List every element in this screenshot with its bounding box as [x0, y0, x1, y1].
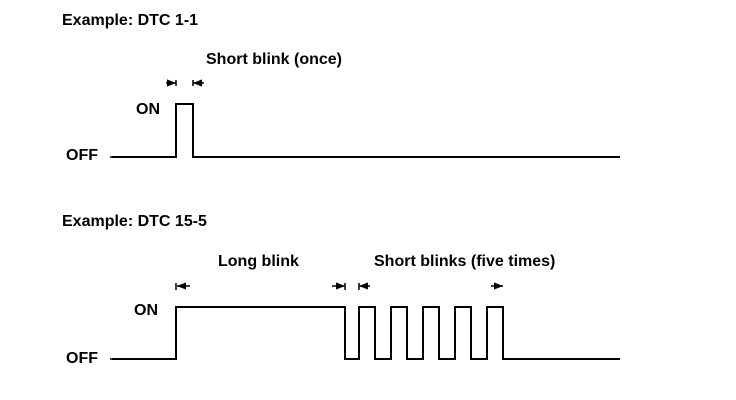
example1-short-blink-dimension	[166, 79, 204, 87]
example1-off-label: OFF	[66, 147, 98, 164]
example2-long-blink-label: Long blink	[218, 253, 299, 270]
example1-short-blink-label: Short blink (once)	[206, 51, 342, 68]
example2-short-blinks-label: Short blinks (five times)	[374, 253, 556, 270]
example2-off-label: OFF	[66, 350, 98, 367]
example1-waveform	[110, 103, 620, 158]
example1-title: Example: DTC 1-1	[62, 12, 199, 29]
example2-long-blink-dimension	[175, 282, 346, 290]
example1-on-label: ON	[136, 101, 160, 118]
example2-pulse-line	[112, 306, 620, 360]
example2-waveform	[110, 306, 620, 360]
example2-title: Example: DTC 15-5	[62, 213, 207, 230]
example2-on-label: ON	[134, 302, 158, 319]
example1-pulse-line	[112, 103, 620, 158]
example2-short-blinks-dimension	[358, 282, 503, 290]
